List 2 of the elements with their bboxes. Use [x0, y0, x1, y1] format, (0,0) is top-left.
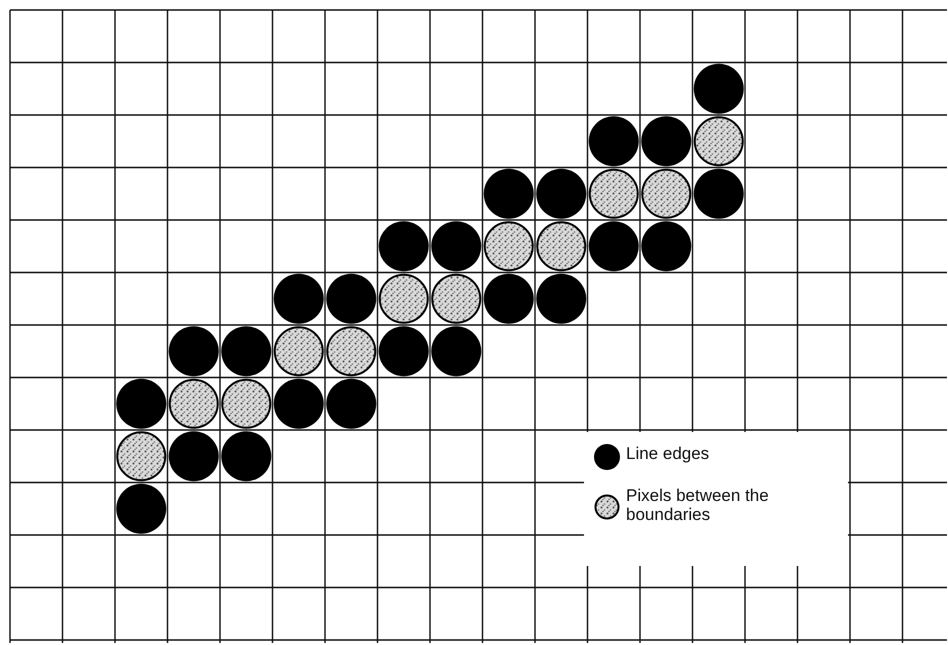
legend-label: Pixels between the boundaries: [626, 486, 770, 524]
legend-label: Line edges: [626, 444, 710, 463]
